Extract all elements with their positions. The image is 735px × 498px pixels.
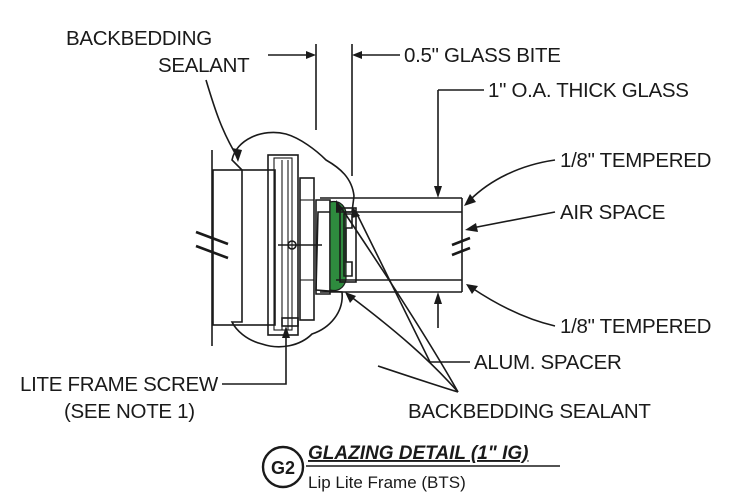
- label-glass-bite: 0.5" GLASS BITE: [404, 44, 561, 67]
- label-air-space: AIR SPACE: [560, 201, 665, 224]
- door-core: [195, 150, 276, 346]
- label-backbedding-sealant-top-1: BACKBEDDING: [66, 27, 212, 50]
- title-block: G2 GLAZING DETAIL (1" IG) Lip Lite Frame…: [261, 443, 560, 492]
- label-alum-spacer: ALUM. SPACER: [474, 351, 622, 374]
- insulated-glass-unit: [315, 197, 471, 295]
- label-oa-thick-glass: 1" O.A. THICK GLASS: [488, 79, 689, 102]
- detail-subtitle: Lip Lite Frame (BTS): [308, 473, 466, 492]
- label-tempered-bottom: 1/8" TEMPERED: [560, 315, 711, 338]
- label-see-note: (SEE NOTE 1): [64, 400, 195, 423]
- leader-lines: [205, 79, 556, 393]
- callout-labels: BACKBEDDING SEALANT 0.5" GLASS BITE 1" O…: [20, 27, 711, 423]
- label-backbedding-sealant-top-2: SEALANT: [158, 54, 250, 77]
- dimension-lines: [268, 44, 484, 328]
- label-lite-frame-screw: LITE FRAME SCREW: [20, 373, 219, 396]
- detail-title: GLAZING DETAIL (1" IG): [308, 443, 528, 464]
- detail-badge: G2: [271, 458, 295, 478]
- detail-badge-circle: [261, 445, 305, 489]
- label-tempered-top: 1/8" TEMPERED: [560, 149, 711, 172]
- label-backbedding-sealant-bottom: BACKBEDDING SEALANT: [408, 400, 651, 423]
